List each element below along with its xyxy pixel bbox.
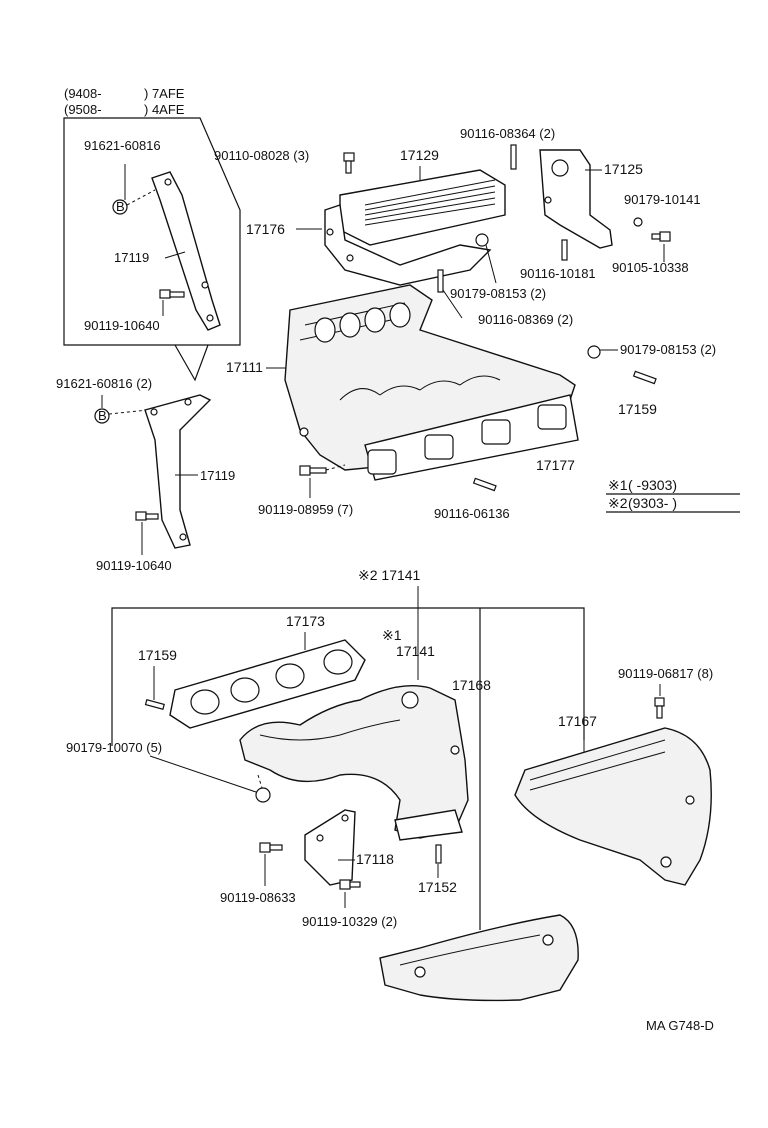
stud-90116-08364 (510, 144, 517, 170)
bracket-17125 (539, 149, 613, 249)
label-90119-08959: 90119-08959 (7) (258, 502, 353, 517)
label-17141-variant-1-mark: ※1 (382, 627, 402, 643)
header-code-1: (9408- (64, 86, 102, 101)
leader-90179-08153-a (485, 244, 497, 284)
label-17168: 17168 (452, 677, 491, 693)
label-91621-60816-b: 91621-60816 (2) (56, 376, 152, 391)
nut-90179-08153-a (475, 233, 489, 247)
bolt-90119-10640-b (135, 511, 159, 521)
label-90119-06817: 90119-06817 (8) (618, 666, 713, 681)
engine-applicability-header: (9408- ) 7AFE (9508- ) 4AFE (64, 86, 185, 117)
label-17118: 17118 (356, 851, 394, 867)
label-17159-a: 17159 (618, 401, 657, 417)
label-90179-10070: 90179-10070 (5) (66, 740, 162, 755)
leader-b-upper (126, 189, 156, 206)
gasket-17177 (364, 394, 579, 481)
bolt-90119-06817 (654, 697, 665, 719)
bracket-17118 (304, 809, 356, 886)
stud-90116-10181 (561, 239, 568, 261)
leader-90116-08369 (442, 289, 463, 319)
label-90105-10338: 90105-10338 (612, 260, 689, 275)
label-90116-10181: 90116-10181 (520, 266, 596, 281)
bolt-90119-08959 (299, 465, 327, 476)
label-90179-10141: 90179-10141 (624, 192, 701, 207)
marker-b-lower-text: B (98, 408, 107, 423)
label-17141-variant-1: 17141 (396, 643, 435, 659)
leader-dash-10070 (257, 774, 263, 789)
diagram-code: MA G748-D (646, 1018, 714, 1033)
bracket-17119-lower (144, 394, 212, 549)
marker-b-upper (112, 199, 128, 215)
leader-17119-a (164, 251, 186, 259)
note-2-range: (9303- ) (628, 495, 677, 511)
leader-b-lower (108, 409, 149, 415)
exhaust-manifold-17141 (239, 685, 469, 841)
heat-insulator-17167 (514, 727, 712, 886)
bolt-90119-08633 (259, 842, 283, 853)
stud-17152 (435, 844, 442, 864)
label-17173: 17173 (286, 613, 325, 629)
exhaust-group-bracket (111, 607, 585, 746)
label-17141-variant-2: ※2 17141 (358, 567, 421, 583)
stud-90116-08369 (437, 269, 444, 293)
production-notes: ※1 ( -9303) ※2 (9303- ) (606, 477, 740, 513)
label-90119-10640-a: 90119-10640 (84, 318, 160, 333)
label-90116-08369: 90116-08369 (2) (478, 312, 573, 327)
bolt-90110-08028 (343, 152, 355, 174)
header-engine-2: ) 4AFE (144, 102, 185, 117)
inset-frame (63, 117, 241, 346)
note-1-mark: ※1 (608, 477, 628, 493)
note-2-mark: ※2 (608, 495, 628, 511)
label-17177: 17177 (536, 457, 575, 473)
nut-90179-10141 (633, 217, 643, 227)
label-17125: 17125 (604, 161, 643, 177)
label-90179-08153-b: 90179-08153 (2) (620, 342, 716, 357)
label-90110-08028: 90110-08028 (3) (214, 148, 309, 163)
label-90116-08364: 90116-08364 (2) (460, 126, 555, 141)
nut-90179-10070 (255, 787, 271, 803)
leader-90179-10070 (149, 755, 257, 793)
bolt-90119-10640-a (159, 289, 185, 299)
stud-17159-b (144, 699, 165, 710)
exhaust-gasket-17173 (169, 639, 366, 729)
label-17152: 17152 (418, 879, 457, 895)
label-90119-10640-b: 90119-10640 (96, 558, 172, 573)
stud-17159-a (632, 370, 657, 385)
label-17129: 17129 (400, 147, 439, 163)
stud-90116-06136 (472, 477, 497, 492)
note-1-range: ( -9303) (628, 477, 677, 493)
marker-b-lower (94, 408, 110, 424)
label-17159-b: 17159 (138, 647, 177, 663)
heat-insulator-17168 (379, 914, 579, 1002)
label-17111: 17111 (226, 359, 263, 375)
inset-pointer (174, 344, 209, 382)
label-90119-08633: 90119-08633 (220, 890, 296, 905)
nut-90179-08153-b (587, 345, 601, 359)
marker-b-upper-text: B (116, 199, 125, 214)
label-17119-a: 17119 (114, 250, 149, 265)
header-code-2: (9508- (64, 102, 102, 117)
label-90119-10329: 90119-10329 (2) (302, 914, 397, 929)
label-17176: 17176 (246, 221, 285, 237)
header-engine-1: ) 7AFE (144, 86, 185, 101)
bolt-90105-10338 (651, 231, 671, 242)
label-91621-60816-a: 91621-60816 (84, 138, 161, 153)
label-17119-b: 17119 (200, 468, 235, 483)
gasket-17176 (324, 204, 492, 286)
label-90116-06136: 90116-06136 (434, 506, 510, 521)
bolt-90119-10329 (339, 879, 361, 890)
label-17167: 17167 (558, 713, 597, 729)
label-90179-08153-a: 90179-08153 (2) (450, 286, 546, 301)
bracket-17119-upper (151, 171, 221, 331)
